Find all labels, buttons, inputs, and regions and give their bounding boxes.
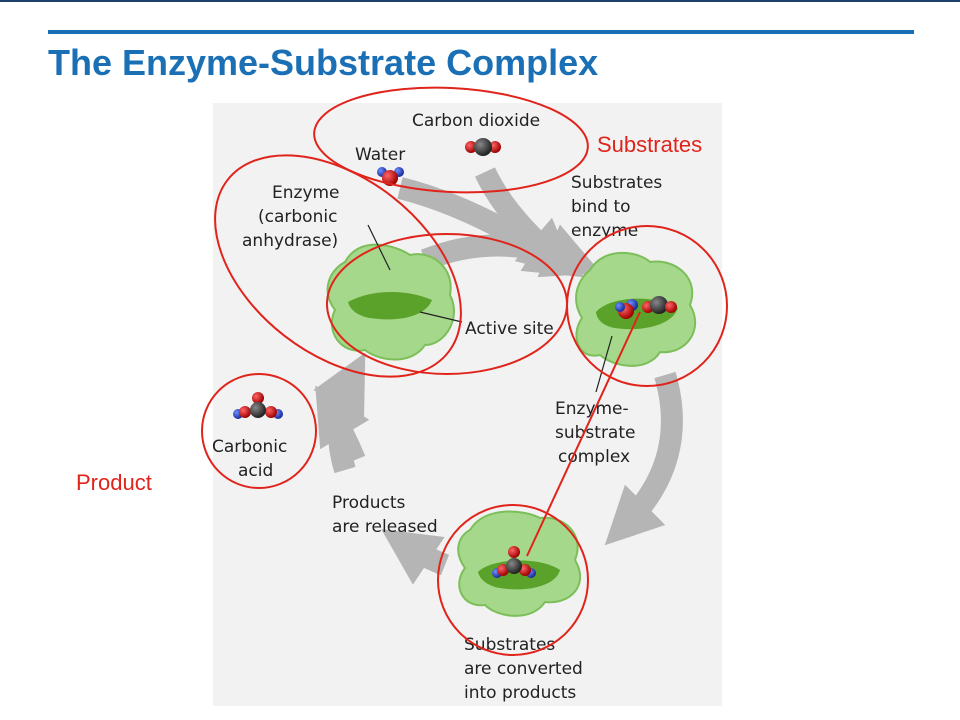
complex-circle: [566, 225, 728, 387]
product-annotation: Product: [76, 470, 152, 495]
released-label-line1: Products: [332, 493, 406, 513]
active-site-label: Active site: [465, 319, 554, 339]
water-molecule: [377, 167, 404, 186]
carbonic-acid-label-line1: Carbonic: [212, 437, 287, 457]
bound-water-molecule: [615, 299, 638, 319]
complex-leader-line: [595, 335, 613, 393]
enzyme-label-line1: Enzyme: [272, 183, 340, 203]
enzyme-label-line3: anhydrase): [242, 231, 338, 251]
carbonic-acid-circle: [201, 373, 317, 489]
substrates-circle: [313, 86, 589, 194]
enzyme-product-shape: [457, 510, 582, 617]
title-underline: [48, 30, 914, 34]
complex-label-line2: substrate: [555, 423, 635, 443]
converted-label-line3: into products: [464, 683, 576, 703]
carbonic-acid-molecule: [233, 392, 283, 419]
carbonic-acid-label-line2: acid: [238, 461, 273, 481]
converted-label-line1: Substrates: [464, 635, 555, 655]
water-label: Water: [355, 145, 405, 165]
figure-labels: Carbon dioxide Water Enzyme (carbonic an…: [212, 111, 662, 703]
enzyme-label-line2: (carbonic: [258, 207, 337, 227]
enzyme-substrate-complex-shape: [575, 251, 697, 367]
leader-lines: [367, 224, 613, 393]
cycle-arrows: [313, 167, 683, 585]
products-circle: [437, 504, 589, 656]
slide-title: The Enzyme-Substrate Complex: [48, 42, 599, 83]
enzyme-shape: [326, 243, 455, 361]
carbon-dioxide-molecule: [465, 138, 501, 156]
enzyme-leader-line: [367, 224, 391, 271]
complex-to-product-line: [526, 311, 641, 557]
carbon-dioxide-label: Carbon dioxide: [412, 111, 540, 131]
top-border-line: [0, 0, 960, 2]
active-site-leader-line: [419, 311, 463, 323]
bind-label-line1: Substrates: [571, 173, 662, 193]
converted-label-line2: are converted: [464, 659, 583, 679]
cycle-arrow-right: [604, 371, 683, 546]
bind-label-line2: bind to: [571, 197, 631, 217]
carbonic-acid-in-enzyme: [492, 546, 536, 578]
complex-label-line1: Enzyme-: [555, 399, 629, 419]
bound-co2-molecule: [642, 296, 677, 314]
released-label-line2: are released: [332, 517, 438, 537]
substrate-arrow-co2: [475, 167, 577, 277]
substrates-annotation: Substrates: [597, 132, 702, 157]
bind-label-line3: enzyme: [571, 221, 638, 241]
active-site-groove: [348, 291, 432, 320]
cycle-arrow-product-out: [315, 385, 370, 465]
annotation-overlays: [201, 86, 728, 656]
enzyme-circle: [214, 154, 462, 378]
cycle-arrow-bottom: [381, 529, 450, 585]
